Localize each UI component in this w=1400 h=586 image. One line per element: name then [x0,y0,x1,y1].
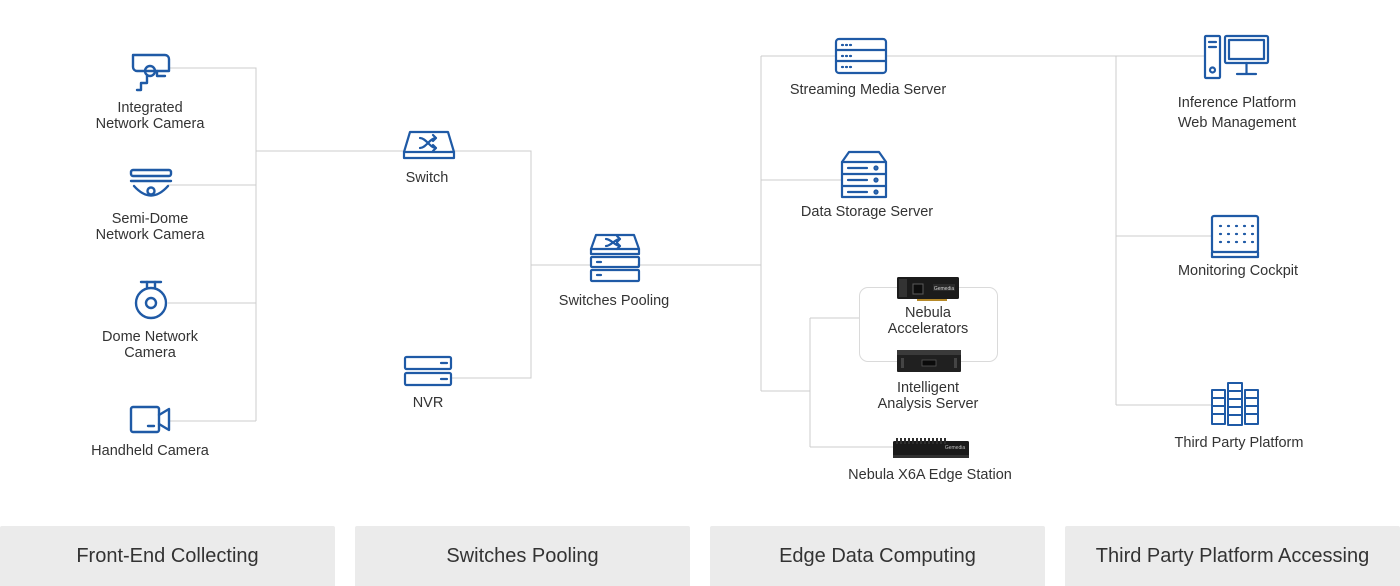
desktop-computer-icon [1203,34,1271,80]
handheld-camera-label: Handheld Camera [91,443,209,459]
category-switches-pooling: Switches Pooling [355,526,690,586]
storage-server-icon [839,150,889,200]
switch-stack-icon [589,233,641,283]
nvr-label: NVR [412,395,444,411]
video-camera-icon [128,402,172,436]
edge-station-image: Gemedia [891,436,971,465]
switch-label: Switch [405,170,449,186]
rack-server-icon [834,37,888,75]
svg-text:Gemedia: Gemedia [945,445,966,451]
switch-icon [402,130,456,160]
analysis-server-label: Intelligent Analysis Server [877,380,979,412]
category-edge-computing: Edge Data Computing [710,526,1045,586]
svg-text:Gemedia: Gemedia [934,286,955,292]
bullet-camera-icon [127,50,173,94]
accelerator-card-image: Gemedia [897,276,959,306]
analysis-server-image [897,348,961,379]
storage-server-label: Data Storage Server [800,204,934,220]
inference-platform-label: Inference Platform Web Management [1177,95,1297,131]
semi-dome-camera-label: Semi-Dome Network Camera [95,211,205,243]
edge-station-label: Nebula X6A Edge Station [848,467,1012,483]
dome-camera-icon [131,280,171,322]
switches-pooling-label: Switches Pooling [558,293,670,309]
monitoring-cockpit-label: Monitoring Cockpit [1177,263,1299,279]
server-rack-icon [1210,381,1260,427]
dome-camera-label: Dome Network Camera [102,329,198,361]
network-architecture-diagram: Integrated Network Camera Semi-Dome Netw… [91,34,1304,483]
third-party-platform-label: Third Party Platform [1174,435,1304,451]
accelerators-label: Nebula Accelerators [887,305,969,337]
integrated-camera-label: Integrated Network Camera [95,100,205,132]
dashboard-monitor-icon [1210,214,1260,260]
nvr-icon [403,355,453,387]
category-third-party: Third Party Platform Accessing [1065,526,1400,586]
category-front-end: Front-End Collecting [0,526,335,586]
semi-dome-camera-icon [128,167,174,203]
streaming-server-label: Streaming Media Server [789,82,947,98]
connector-lines [168,55,1212,448]
